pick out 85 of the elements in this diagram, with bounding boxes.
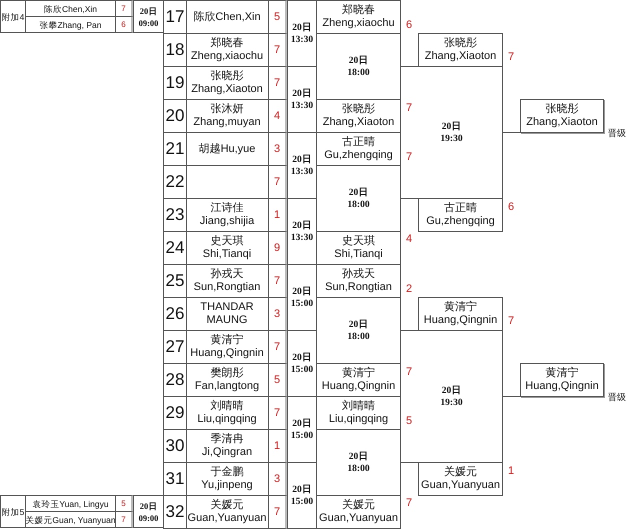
- advance-note: 晋级: [607, 126, 627, 140]
- player-name: 张晓彤 Zhang,Xiaoton: [424, 37, 498, 63]
- match-time: 20日 15:00: [290, 418, 314, 442]
- player-name: 关媛元 Guan,Yuanyuan: [420, 466, 501, 492]
- player-box: [418, 297, 503, 331]
- bracket-line: [502, 132, 520, 133]
- player-box: [316, 0, 401, 34]
- score: 6: [404, 18, 414, 32]
- score: 7: [404, 496, 414, 510]
- match-time: 20日 15:00: [290, 286, 314, 310]
- player-name: 孙戎天 Sun,Rongtian: [192, 267, 262, 295]
- group-label-cell: [0, 0, 26, 33]
- player-name: 张晓彤 Zhang,Xiaoton: [525, 103, 599, 129]
- player-name: 关媛元Guan, Yuanyuan: [25, 514, 116, 524]
- score: 7: [404, 365, 414, 379]
- score: 7: [506, 314, 516, 328]
- group-label: 附加4: [2, 12, 24, 22]
- time-cell: [287, 0, 317, 67]
- player-name: 袁玲玉Yuan, Lingyu: [32, 498, 109, 508]
- group-label-cell: [0, 495, 26, 528]
- score: 7: [404, 101, 414, 115]
- player-name: 孙戎天 Sun,Rongtian: [324, 268, 393, 294]
- match-time: 20日 15:00: [290, 352, 314, 376]
- player-name: 胡越Hu,yue: [198, 142, 256, 156]
- player-name: 樊朗彤 Fan,langtong: [194, 366, 260, 394]
- match-time: 20日 13:30: [290, 154, 314, 178]
- score: 7: [506, 50, 516, 64]
- match-time: 20日 09:00: [138, 500, 160, 524]
- player-name: 史天琪 Shi,Tianqi: [202, 234, 252, 262]
- player-name: 古正晴 Gu,zhengqing: [425, 202, 496, 228]
- bracket-line: [502, 396, 520, 397]
- player-name: 郑晓春 Zheng,xiaochu: [190, 36, 264, 64]
- player-name: 黄清宁 Huang,Qingnin: [320, 367, 396, 393]
- group-label: 附加5: [2, 506, 24, 516]
- bracket-line: [400, 66, 418, 67]
- match-time: 20日 18:00: [346, 54, 371, 78]
- player-box: [418, 33, 503, 67]
- match-time: 20日 18:00: [346, 318, 371, 342]
- player-name: 陈欣Chen,Xin: [192, 10, 262, 24]
- score: 5: [404, 414, 414, 428]
- score: 7: [404, 150, 414, 164]
- score: 2: [404, 282, 414, 296]
- time-cell: [133, 0, 164, 33]
- player-name: 江诗佳 Jiang,shijia: [198, 201, 256, 229]
- player-name: 张晓彤 Zhang,Xiaoton: [190, 69, 264, 97]
- player-row: [163, 0, 269, 34]
- player-box: [418, 198, 503, 232]
- player-row: [163, 495, 269, 529]
- time-cell: [287, 462, 317, 529]
- player-name: 张晓彤 Zhang,Xiaoton: [322, 103, 396, 129]
- match-time: 20日 18:00: [346, 450, 371, 474]
- match-time: 20日 13:30: [290, 22, 314, 46]
- score: 4: [404, 232, 414, 246]
- match-time: 20日 19:30: [439, 384, 464, 408]
- player-name: 古正晴 Gu,zhengqing: [323, 136, 394, 162]
- score: 1: [506, 464, 516, 478]
- advance-note: 晋级: [607, 390, 627, 404]
- player-name: 季清冉 Ji,Qingran: [200, 432, 254, 460]
- match-time: 20日 18:00: [346, 186, 371, 210]
- player-box: [520, 99, 604, 133]
- player-name: THANDAR MAUNG: [199, 300, 255, 328]
- player-name: 张攀Zhang, Pan: [40, 20, 102, 30]
- match-time: 20日 13:30: [290, 88, 314, 112]
- player-name: 史天琪 Shi,Tianqi: [333, 235, 384, 261]
- player-name: 刘晴晴 Liu,qingqing: [328, 400, 390, 426]
- player-name: 关媛元 Guan,Yuanyuan: [186, 498, 268, 526]
- player-name: 陈欣Chen,Xin: [44, 4, 97, 14]
- time-cell: [133, 495, 164, 528]
- player-name: 黄清宁 Huang,Qingnin: [524, 367, 600, 393]
- match-time: 20日 15:00: [290, 484, 314, 508]
- bracket-line: [400, 330, 418, 331]
- match-time: 20日 19:30: [439, 120, 464, 144]
- player-name: 刘晴晴 Liu,qingqing: [196, 398, 258, 427]
- player-name: 关媛元 Guan,Yuanyuan: [318, 499, 399, 525]
- score: 6: [506, 200, 516, 214]
- match-time: 20日 09:00: [138, 4, 160, 28]
- player-name: 于金鹏 Yu,jinpeng: [200, 465, 254, 493]
- player-name: 黄清宁 Huang,Qingnin: [189, 332, 265, 361]
- player-cell: [25, 495, 116, 512]
- player-name: 黄清宁 Huang,Qingnin: [422, 301, 498, 327]
- bracket-line: [400, 462, 418, 463]
- bracket-line: [400, 198, 418, 199]
- player-name: 郑晓春 Zheng,xiaochu: [321, 4, 396, 30]
- player-name: 张沐妍 Zhang,muyan: [192, 102, 262, 130]
- match-time: 20日 13:30: [290, 220, 314, 244]
